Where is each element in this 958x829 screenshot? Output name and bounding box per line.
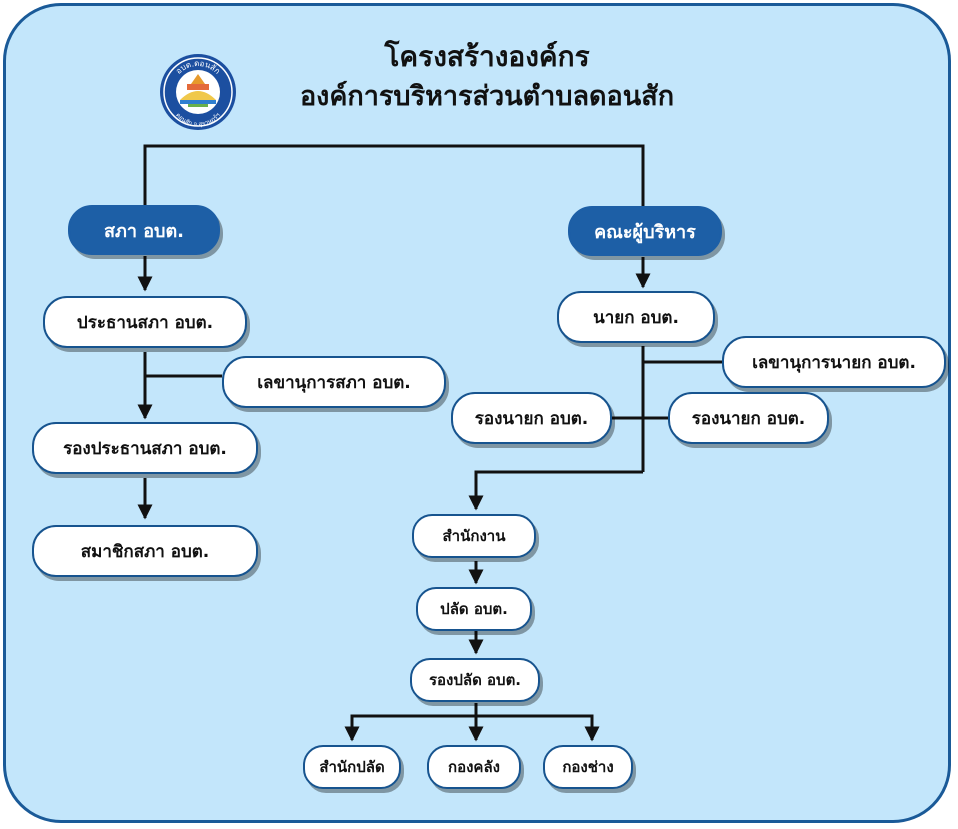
page-title: โครงสร้างองค์กร (384, 40, 590, 73)
division-chief-office-node[interactable]: สำนักปลัด (303, 745, 401, 789)
deputy-mayor-left-node[interactable]: รองนายก อบต. (451, 392, 612, 444)
office-node[interactable]: สำนักงาน (412, 514, 536, 558)
municipal-seal-icon: อบต.ดอนสัก ดอนสัก จ.สุราษฎร์ฯ (160, 54, 236, 130)
page-subtitle: องค์การบริหารส่วนตำบลดอนสัก (299, 81, 675, 112)
arrow-to-office (468, 470, 643, 511)
division-split (350, 714, 594, 740)
deputy-mayor-right-node[interactable]: รองนายก อบต. (668, 392, 829, 444)
mayor-secretary-node[interactable]: เลขานุการนายก อบต. (722, 336, 946, 388)
top-split-connector (143, 144, 645, 206)
chief-administrator-node[interactable]: ปลัด อบต. (416, 587, 532, 631)
council-head-node[interactable]: สภา อบต. (68, 205, 220, 255)
mayor-node[interactable]: นายก อบต. (557, 291, 715, 343)
council-members-node[interactable]: สมาชิกสภา อบต. (32, 525, 258, 577)
division-finance-node[interactable]: กองคลัง (427, 745, 521, 789)
logo: อบต.ดอนสัก ดอนสัก จ.สุราษฎร์ฯ (158, 52, 238, 132)
council-vice-president-node[interactable]: รองประธานสภา อบต. (32, 422, 258, 474)
council-secretary-node[interactable]: เลขานุการสภา อบต. (222, 356, 446, 408)
division-engineering-node[interactable]: กองช่าง (543, 745, 633, 789)
executive-head-node[interactable]: คณะผู้บริหาร (568, 206, 722, 256)
council-president-node[interactable]: ประธานสภา อบต. (43, 296, 247, 348)
deputy-chief-node[interactable]: รองปลัด อบต. (410, 658, 540, 702)
